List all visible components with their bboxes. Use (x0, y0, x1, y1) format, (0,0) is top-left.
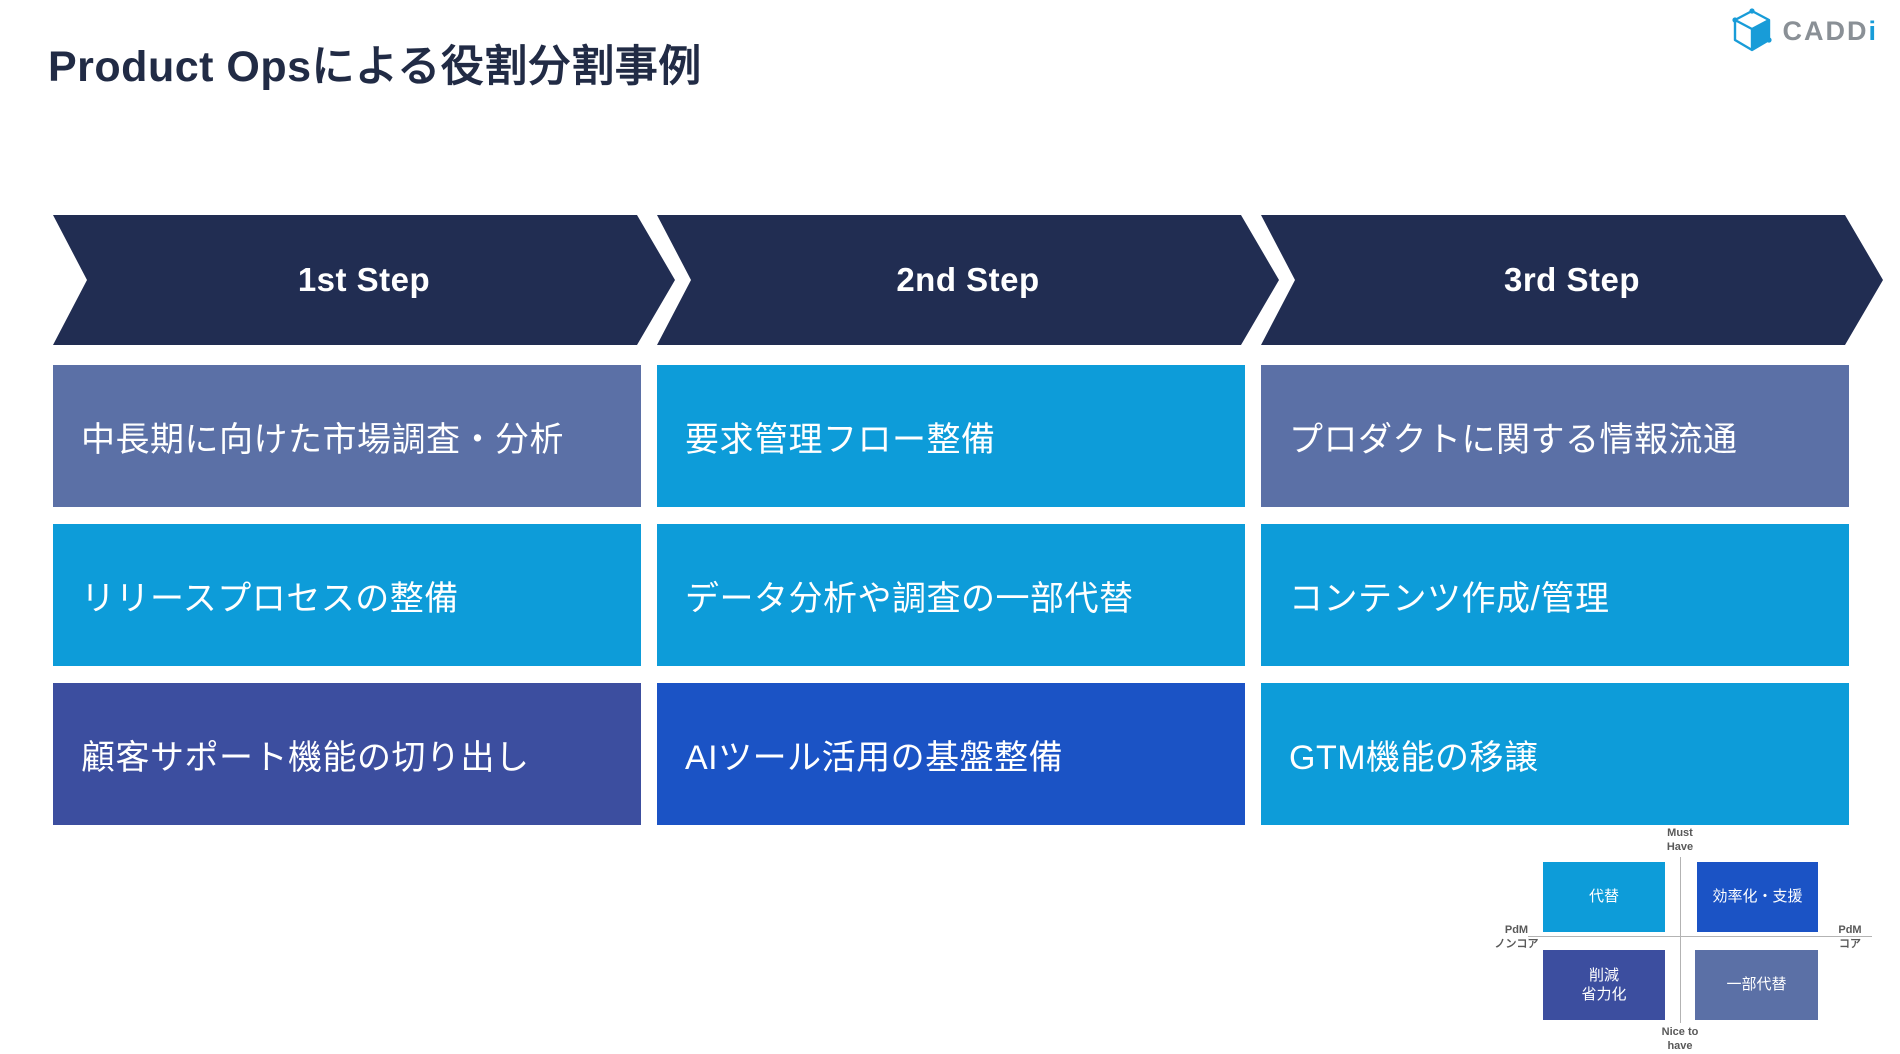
task-box: 顧客サポート機能の切り出し (53, 683, 641, 825)
quadrant-cell-sakugen-shoryokuka: 削減 省力化 (1543, 950, 1665, 1020)
task-label: データ分析や調査の一部代替 (685, 579, 1134, 618)
quadrant-horizontal-axis (1528, 936, 1872, 937)
task-box: GTM機能の移譲 (1261, 683, 1849, 825)
quadrant-cell-kouritsuka-shien: 効率化・支援 (1697, 862, 1818, 932)
step-banner-3: 3rd Step (1261, 215, 1883, 345)
task-label: プロダクトに関する情報流通 (1289, 420, 1738, 459)
task-label: 顧客サポート機能の切り出し (81, 738, 530, 777)
task-label: リリースプロセスの整備 (81, 579, 459, 618)
task-label: 要求管理フロー整備 (685, 420, 996, 459)
step-banner-1: 1st Step (53, 215, 675, 345)
task-label: AIツール活用の基盤整備 (685, 738, 1064, 777)
step-banner-label: 3rd Step (1503, 261, 1641, 298)
task-box: 中長期に向けた市場調査・分析 (53, 365, 641, 507)
task-box: コンテンツ作成/管理 (1261, 524, 1849, 666)
step-banner-label: 1st Step (297, 261, 431, 298)
quadrant-vertical-axis (1680, 857, 1681, 1023)
quadrant-cell-ichibu-daitai: 一部代替 (1695, 950, 1818, 1020)
step-column-1: 1st Step 中長期に向けた市場調査・分析 リリースプロセスの整備 顧客サポ… (53, 215, 641, 842)
step-banner-2: 2nd Step (657, 215, 1279, 345)
axis-label-pdm-noncore: PdM ノンコア (1494, 924, 1539, 950)
task-label: コンテンツ作成/管理 (1289, 579, 1610, 618)
cube-icon (1732, 8, 1773, 52)
caddi-logo: CADDi (1731, 8, 1878, 54)
task-box: データ分析や調査の一部代替 (657, 524, 1245, 666)
step-column-3: 3rd Step プロダクトに関する情報流通 コンテンツ作成/管理 GTM機能の… (1261, 215, 1849, 842)
page-title: Product Opsによる役割分割事例 (48, 43, 702, 91)
task-box: 要求管理フロー整備 (657, 365, 1245, 507)
task-box: AIツール活用の基盤整備 (657, 683, 1245, 825)
quadrant-chart: Must Have Nice to have PdM ノンコア PdM コア 代… (1488, 823, 1890, 1052)
step-banner-label: 2nd Step (896, 261, 1040, 298)
axis-label-nice-to-have: Nice to have (1661, 1026, 1699, 1052)
quadrant-cell-daitai: 代替 (1543, 862, 1665, 932)
task-box: プロダクトに関する情報流通 (1261, 365, 1849, 507)
logo-text-blue: i (1868, 15, 1878, 46)
steps-grid: 1st Step 中長期に向けた市場調査・分析 リリースプロセスの整備 顧客サポ… (53, 215, 1849, 842)
logo-text-gray: CADD (1782, 15, 1869, 46)
task-label: 中長期に向けた市場調査・分析 (81, 420, 564, 459)
logo-wordmark: CADDi (1782, 15, 1878, 46)
task-box: リリースプロセスの整備 (53, 524, 641, 666)
task-label: GTM機能の移譲 (1289, 738, 1539, 777)
axis-label-pdm-core: PdM コア (1838, 924, 1862, 950)
step-column-2: 2nd Step 要求管理フロー整備 データ分析や調査の一部代替 AIツール活用… (657, 215, 1245, 842)
axis-label-must-have: Must Have (1666, 827, 1694, 853)
